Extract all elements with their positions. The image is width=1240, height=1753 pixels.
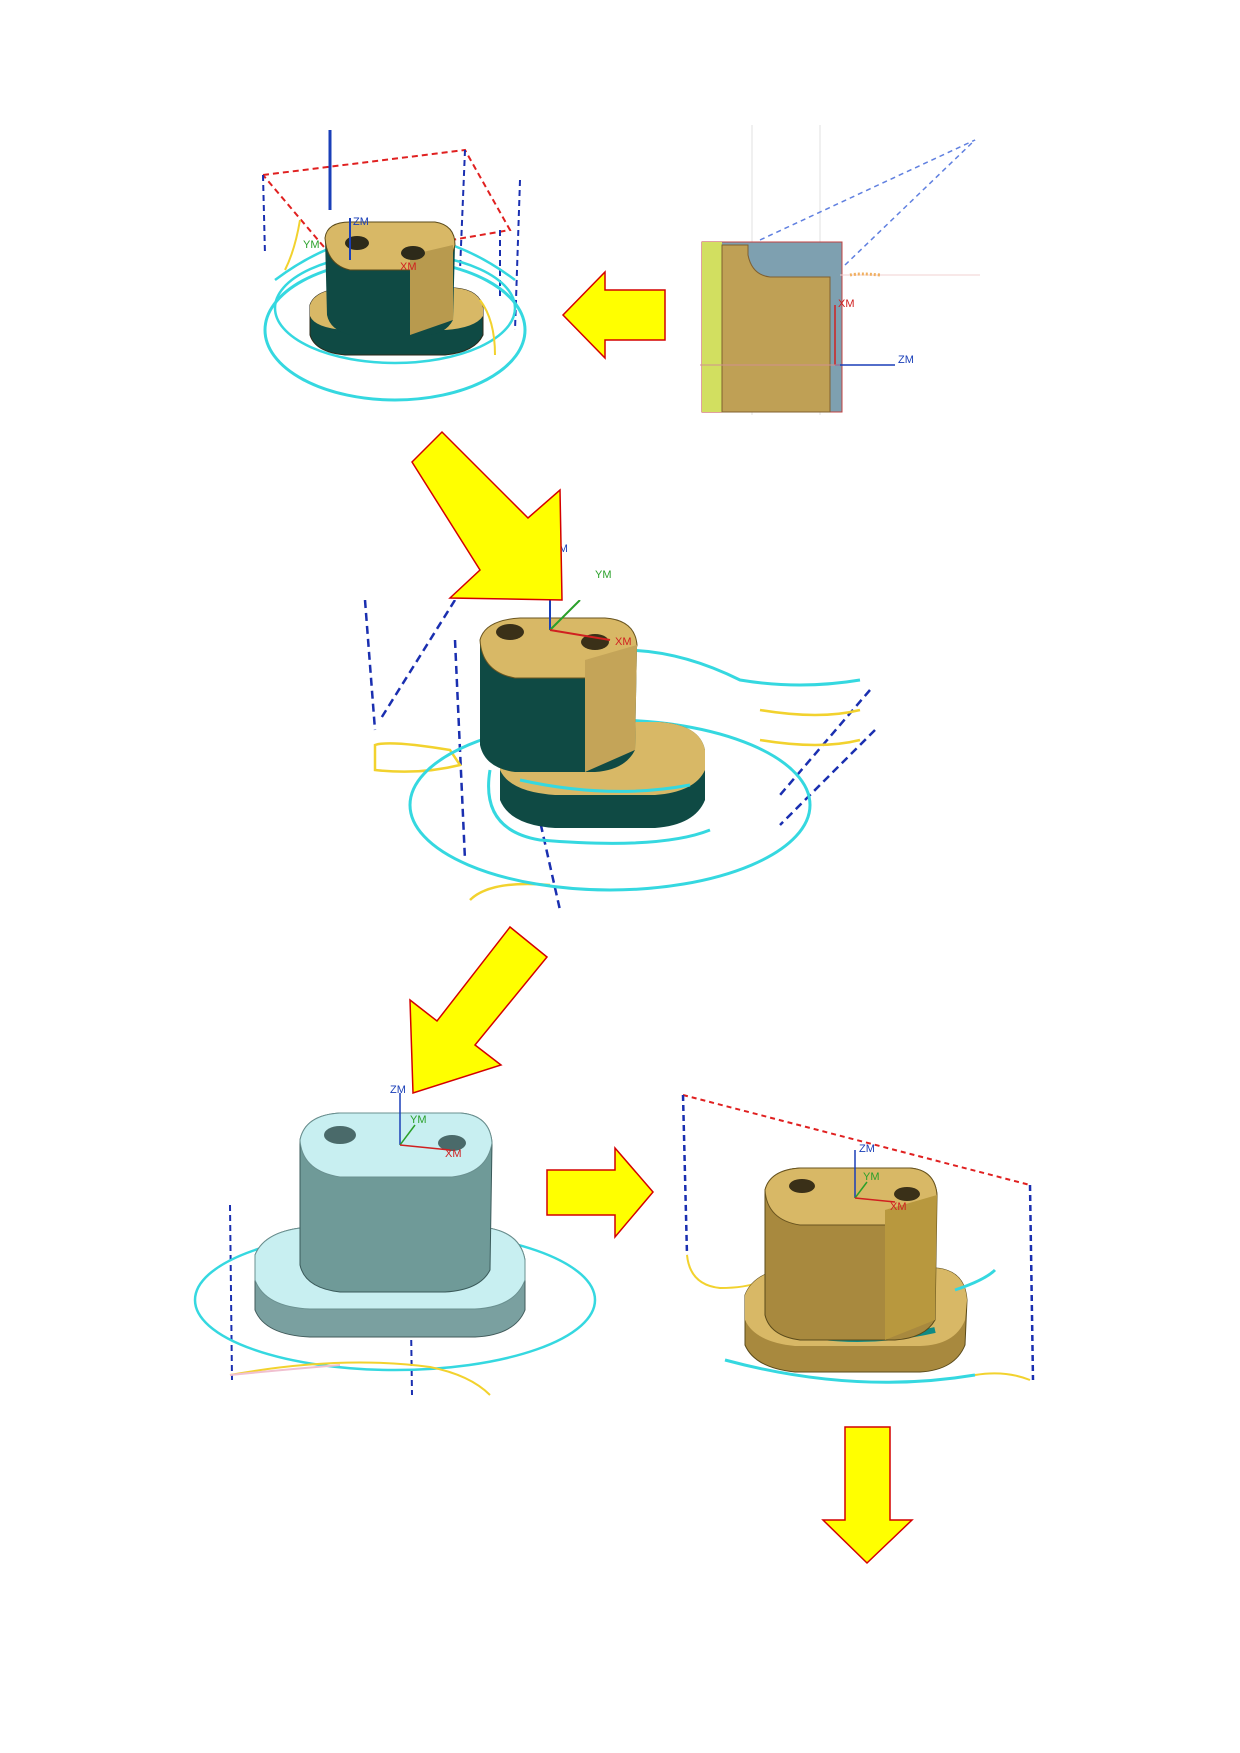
- step3-part-view: ZM YM XM: [190, 1085, 610, 1405]
- step2-toolpath-view: XM: [360, 600, 880, 920]
- rapid-move-path: [262, 148, 512, 262]
- arrow-step2-to-step3: [405, 925, 550, 1095]
- y-axis-label: YM: [863, 1171, 880, 1183]
- z-axis-label: ZM: [353, 216, 369, 228]
- x-axis: [854, 1197, 896, 1203]
- y-axis: [549, 600, 581, 631]
- z-axis-label: ZM: [390, 1085, 406, 1096]
- hole-left: [789, 1179, 815, 1193]
- x-axis: [399, 1144, 451, 1151]
- hole-left: [345, 236, 369, 250]
- rapid-move-path: [759, 139, 976, 241]
- arrow-step1-to-step2: [410, 430, 590, 605]
- y-axis: [854, 1181, 868, 1199]
- x-axis-label: XM: [615, 636, 632, 648]
- hole-right: [401, 246, 425, 260]
- x-axis-label: XM: [445, 1148, 462, 1160]
- x-axis-label: XM: [400, 261, 417, 273]
- y-axis-label: YM: [303, 239, 320, 251]
- y-axis-label: YM: [410, 1114, 427, 1126]
- arrow-section-to-step1: [560, 270, 670, 360]
- rapid-move-path: [682, 1094, 1031, 1186]
- x-axis-label: XM: [838, 298, 855, 310]
- hole-left: [496, 624, 524, 640]
- y-axis: [399, 1124, 416, 1146]
- z-axis-label: ZM: [898, 354, 914, 366]
- hole-right: [894, 1187, 920, 1201]
- arrow-step4-down: [820, 1425, 915, 1565]
- x-axis: [549, 629, 611, 641]
- step4-toolpath-view: ZM YM XM: [675, 1090, 1045, 1410]
- x-axis-label: XM: [890, 1201, 907, 1213]
- part-section: [721, 244, 831, 413]
- toolpath-ring: [724, 1358, 976, 1384]
- section-view: ZM XM: [680, 125, 980, 425]
- hole-right: [438, 1135, 466, 1151]
- arrow-step3-to-step4: [545, 1145, 655, 1240]
- z-axis-label: ZM: [859, 1143, 875, 1155]
- y-axis-label: YM: [595, 569, 612, 581]
- step1-toolpath-view: ZM YM XM: [255, 130, 535, 430]
- hole-left: [324, 1126, 356, 1144]
